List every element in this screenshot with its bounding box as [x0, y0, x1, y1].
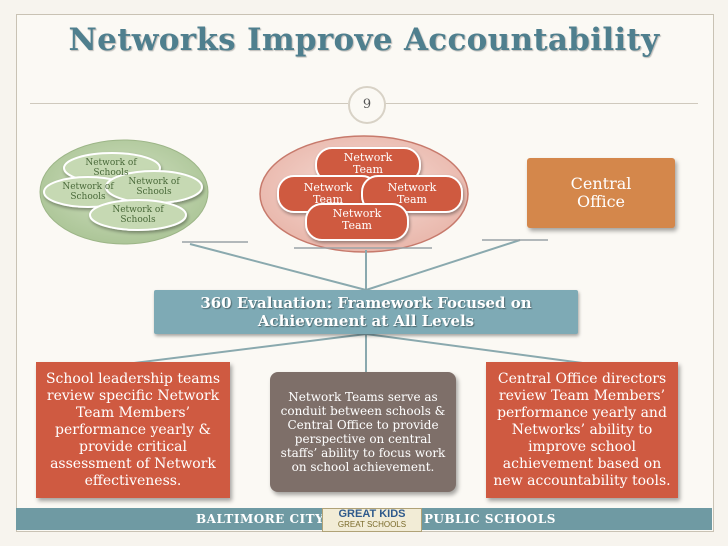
- team-label-2: Network Team: [303, 181, 353, 206]
- team-label-3: Network Team: [387, 181, 437, 206]
- great-kids-logo: GREAT KIDS GREAT SCHOOLS: [322, 508, 422, 532]
- footer-left-text: BALTIMORE CITY: [196, 512, 325, 526]
- central-office-description: Central Office directors review Team Mem…: [486, 362, 678, 498]
- title-rule-left: [30, 103, 348, 104]
- school-ellipse-4: [89, 199, 187, 231]
- school-label-1: Network of Schools: [85, 158, 137, 178]
- central-office-label: Central Office: [570, 174, 632, 211]
- school-leadership-description: School leadership teams review specific …: [36, 362, 230, 498]
- page-number: 9: [348, 86, 386, 124]
- team-label-4: Network Team: [332, 207, 382, 232]
- connector-schools: [189, 243, 367, 291]
- central-office-text: Central Office directors review Team Mem…: [493, 370, 671, 489]
- network-teams-text: Network Teams serve as conduit between s…: [280, 390, 446, 474]
- school-label-3: Network of Schools: [128, 177, 180, 197]
- team-label-1: Network Team: [343, 151, 393, 176]
- evaluation-box: 360 Evaluation: Framework Focused on Ach…: [154, 290, 578, 334]
- network-teams-description: Network Teams serve as conduit between s…: [270, 372, 456, 492]
- central-office-box: Central Office: [527, 158, 675, 228]
- team-pill-4: [305, 203, 409, 241]
- connector-central: [365, 239, 521, 291]
- title-rule-right: [384, 103, 698, 104]
- school-label-2: Network of Schools: [62, 182, 114, 202]
- connector-left-desc: [125, 333, 367, 365]
- slide-title: Networks Improve Accountability: [68, 22, 660, 58]
- school-label-4: Network of Schools: [112, 205, 164, 225]
- connector-right-desc: [365, 333, 591, 365]
- logo-line-2: GREAT SCHOOLS: [337, 520, 407, 529]
- logo-line-1: GREAT KIDS: [338, 508, 406, 520]
- footer-right-text: PUBLIC SCHOOLS: [424, 512, 556, 526]
- evaluation-label: 360 Evaluation: Framework Focused on Ach…: [200, 294, 532, 330]
- school-leadership-text: School leadership teams review specific …: [45, 370, 221, 489]
